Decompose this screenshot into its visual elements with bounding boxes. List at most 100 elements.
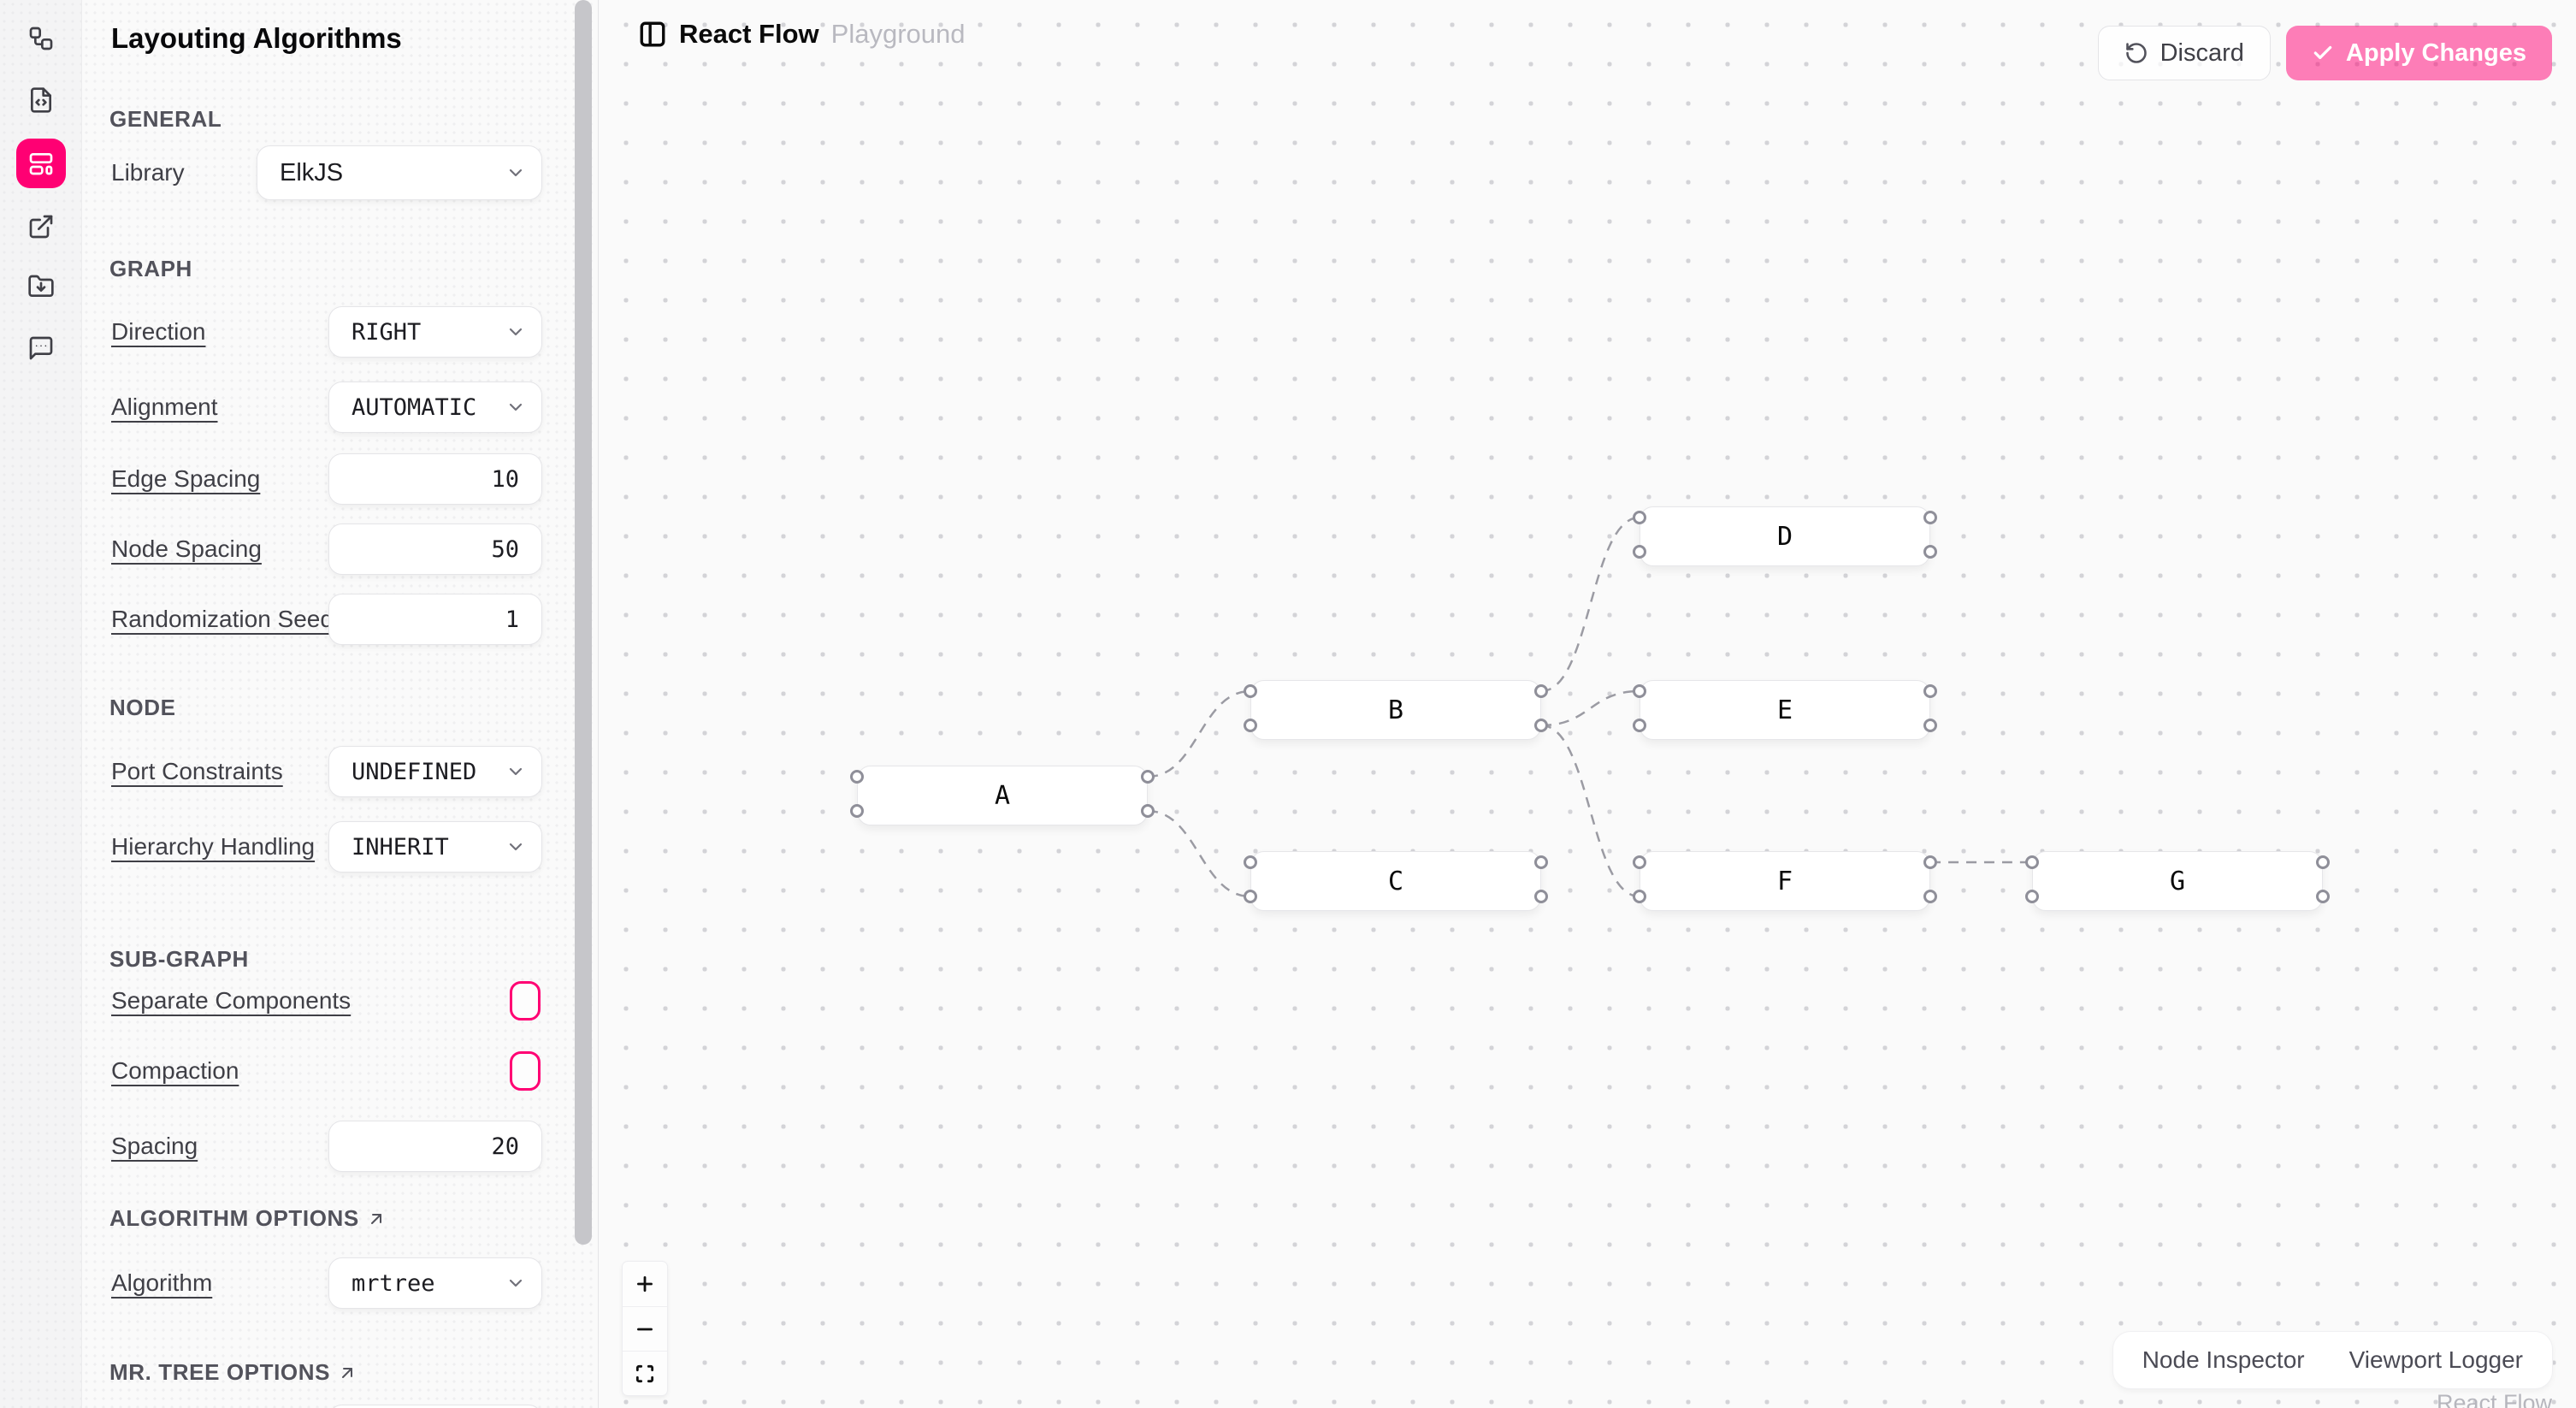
flow-edge-B-F[interactable] <box>1540 724 1640 898</box>
field-value: RIGHT <box>352 318 422 346</box>
flow-node-B[interactable]: B <box>1244 680 1548 740</box>
section-header-label: GENERAL <box>109 106 222 132</box>
flow-node-A[interactable]: A <box>850 766 1155 825</box>
field-value: ElkJS <box>280 158 344 186</box>
node-handle[interactable] <box>1141 770 1155 784</box>
section-header-graph: GRAPH <box>109 256 192 282</box>
checkbox-separate-components[interactable] <box>510 981 541 1021</box>
section-header-sub-graph: SUB-GRAPH <box>109 946 249 973</box>
checkbox-compaction[interactable] <box>510 1051 541 1091</box>
rotate-ccw-icon <box>2125 43 2147 63</box>
select-hierarchy-handling[interactable]: INHERIT <box>328 821 542 873</box>
select-library[interactable]: ElkJS <box>257 145 542 200</box>
edges-layer <box>1147 516 2032 898</box>
node-handle[interactable] <box>1923 890 1937 903</box>
node-handle[interactable] <box>2025 890 2039 903</box>
flow-edge-B-D[interactable] <box>1540 516 1640 693</box>
number-input-node-spacing[interactable]: 50 <box>328 524 542 575</box>
node-handle[interactable] <box>1633 719 1646 732</box>
node-handle[interactable] <box>1633 855 1646 869</box>
chevron-down-icon <box>509 767 523 776</box>
number-input-randomization-seed[interactable]: 1 <box>328 594 542 645</box>
node-handle[interactable] <box>850 770 864 784</box>
zoom-out-button[interactable] <box>623 1306 667 1351</box>
node-handle[interactable] <box>1534 719 1548 732</box>
select-port-constraints[interactable]: UNDEFINED <box>328 746 542 797</box>
discard-button[interactable]: Discard <box>2097 26 2271 80</box>
react-flow-attribution[interactable]: React Flow <box>2436 1390 2552 1408</box>
node-label: A <box>994 780 1011 811</box>
field-label-separate-components: Separate Components <box>111 987 352 1014</box>
external-link-icon <box>29 215 53 239</box>
node-handle[interactable] <box>1923 511 1937 524</box>
viewport-logger-toggle[interactable]: Viewport Logger <box>2349 1346 2523 1373</box>
panel-scrollbar-thumb[interactable] <box>575 0 592 1245</box>
node-handle[interactable] <box>2316 890 2330 903</box>
node-handle[interactable] <box>1244 684 1257 698</box>
node-handle[interactable] <box>1534 855 1548 869</box>
zoom-in-button[interactable] <box>623 1262 667 1306</box>
node-handle[interactable] <box>1534 890 1548 903</box>
flow-node-E[interactable]: E <box>1633 680 1937 740</box>
field-label-randomization-seed: Randomization Seed <box>111 606 334 632</box>
flow-node-G[interactable]: G <box>2025 851 2330 911</box>
canvas-header: React Flow Playground <box>638 19 966 50</box>
field-label-port-constraints: Port Constraints <box>111 758 283 784</box>
flow-canvas[interactable]: A B C D E F G React Flow Playground Discard Ap… <box>599 0 2576 1408</box>
apply-changes-label: Apply Changes <box>2345 38 2526 67</box>
flow-edge-B-E[interactable] <box>1540 689 1640 727</box>
select-mr-tree-option[interactable] <box>328 1405 542 1408</box>
apply-changes-button[interactable]: Apply Changes <box>2285 26 2552 80</box>
fit-view-icon <box>635 1364 654 1382</box>
number-input-spacing[interactable]: 20 <box>328 1121 542 1172</box>
node-handle[interactable] <box>1534 684 1548 698</box>
select-algorithm[interactable]: mrtree <box>328 1257 542 1309</box>
folder-download-icon <box>28 275 54 297</box>
flow-node-D[interactable]: D <box>1633 506 1937 566</box>
zoom-controls <box>623 1262 667 1395</box>
number-input-edge-spacing[interactable]: 10 <box>328 453 542 505</box>
section-header-label: ALGORITHM OPTIONS <box>109 1205 359 1231</box>
node-handle[interactable] <box>1923 719 1937 732</box>
node-handle[interactable] <box>1923 545 1937 559</box>
node-handle[interactable] <box>1633 511 1646 524</box>
flow-node-F[interactable]: F <box>1633 851 1937 911</box>
node-handle[interactable] <box>1633 684 1646 698</box>
node-handle[interactable] <box>1923 684 1937 698</box>
flow-node-C[interactable]: C <box>1244 851 1548 911</box>
node-handle[interactable] <box>1244 719 1257 732</box>
sidebar-item-import[interactable] <box>16 262 66 311</box>
sidebar-item-external-link[interactable] <box>16 202 66 251</box>
node-handle[interactable] <box>850 804 864 818</box>
section-header-general: GENERAL <box>109 106 222 133</box>
node-handle[interactable] <box>2316 855 2330 869</box>
sidebar-item-file-code[interactable] <box>16 75 66 125</box>
field-value: 50 <box>491 535 519 563</box>
field-value: 1 <box>505 606 519 633</box>
minus-icon <box>637 1328 653 1330</box>
node-handle[interactable] <box>1633 890 1646 903</box>
node-handle[interactable] <box>1923 855 1937 869</box>
field-label-direction: Direction <box>111 318 206 345</box>
check-icon <box>2313 45 2332 60</box>
fit-view-button[interactable] <box>623 1351 667 1395</box>
node-handle[interactable] <box>1633 545 1646 559</box>
sidebar-item-workflow[interactable] <box>16 14 66 63</box>
layout-panel-icon <box>29 153 53 175</box>
select-alignment[interactable]: AUTOMATIC <box>328 382 542 433</box>
node-handle[interactable] <box>2025 855 2039 869</box>
panel-left-toggle-button[interactable] <box>638 20 667 49</box>
workflow-icon <box>29 27 53 50</box>
node-handle[interactable] <box>1244 890 1257 903</box>
node-inspector-toggle[interactable]: Node Inspector <box>2142 1346 2305 1373</box>
plus-icon <box>637 1276 653 1292</box>
flow-edge-A-C[interactable] <box>1147 809 1251 898</box>
sidebar-item-layouting[interactable] <box>16 139 66 188</box>
flow-edge-A-B[interactable] <box>1147 689 1251 778</box>
select-direction[interactable]: RIGHT <box>328 306 542 358</box>
field-value: AUTOMATIC <box>352 393 477 421</box>
node-handle[interactable] <box>1244 855 1257 869</box>
field-value: mrtree <box>352 1269 435 1297</box>
node-handle[interactable] <box>1141 804 1155 818</box>
sidebar-item-feedback[interactable] <box>16 323 66 373</box>
